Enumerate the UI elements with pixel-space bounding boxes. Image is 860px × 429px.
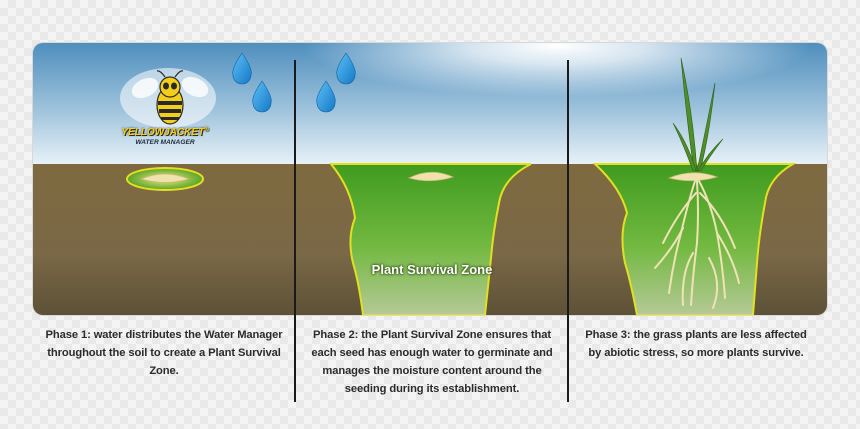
- brand-name-part1: YELLOW: [121, 127, 165, 138]
- product-name: WATER MANAGER: [135, 139, 195, 146]
- phase3-survival-zone: [592, 163, 797, 315]
- grass-plant: [672, 57, 724, 172]
- phase-3-caption: Phase 3: the grass plants are less affec…: [585, 329, 807, 359]
- bee-logo-icon: [120, 68, 216, 128]
- divider-2: [567, 60, 569, 402]
- phase-1-caption: Phase 1: water distributes the Water Man…: [45, 329, 283, 377]
- registered-mark: ®: [204, 127, 209, 133]
- phase-2-caption: Phase 2: the Plant Survival Zone ensures…: [311, 329, 553, 395]
- phase1-seed: [126, 167, 204, 191]
- water-drop-icon: [232, 52, 356, 113]
- plant-survival-zone-label: Plant Survival Zone: [371, 262, 493, 277]
- phase2-survival-zone: [328, 163, 532, 315]
- diagram-illustration: [33, 43, 827, 315]
- diagram-panel: [33, 43, 827, 315]
- plant-roots: [654, 180, 740, 309]
- brand-name-part2: JACKET: [164, 127, 205, 138]
- brand-name: YELLOWJACKET®: [110, 127, 220, 138]
- divider-1: [294, 60, 296, 402]
- brand-logo: YELLOWJACKET® WATER MANAGER: [110, 127, 220, 146]
